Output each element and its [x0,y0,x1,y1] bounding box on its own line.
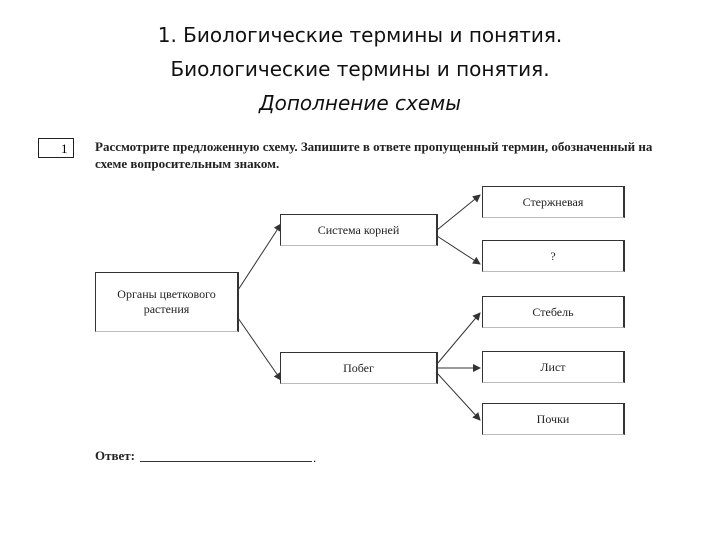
task-instructions: Рассмотрите предложенную схему. Запишите… [95,139,653,171]
node-stem: Стебель [482,296,625,328]
node-shoot: Побег [280,352,438,384]
node-root-label: Органы цветкового растения [117,287,216,316]
node-taproot: Стержневая [482,186,625,218]
node-taproot-label: Стержневая [522,194,584,209]
answer-label: Ответ: [95,448,136,463]
node-unknown: ? [482,240,625,272]
arrow-root-to-shoot [237,317,282,381]
node-buds-label: Почки [536,411,570,426]
answer-end-dot: . [313,451,317,465]
node-stem-label: Стебель [532,304,574,319]
node-shoot-label: Побег [343,360,374,375]
slide-title-line-1: 1. Биологические термины и понятия. [157,23,563,47]
slide-title-line-2: Биологические термины и понятия. [170,57,550,81]
node-unknown-label: ? [550,248,556,263]
answer-blank-line [140,461,312,462]
slide-subtitle: Дополнение схемы [258,91,462,115]
node-leaf: Лист [482,351,625,383]
node-roots-system-label: Система корней [317,222,400,237]
slide-title: 1. Биологические термины и понятия. Биол… [0,18,720,120]
node-root: Органы цветкового растения [95,272,239,332]
arrow-shoot-to-stem [436,312,481,365]
arrow-roots-to-taproot [436,194,481,231]
task-number-box: 1 [38,138,74,158]
node-leaf-label: Лист [540,359,566,374]
arrow-shoot-to-buds [436,372,481,421]
arrow-root-to-roots [237,223,282,291]
node-buds: Почки [482,403,625,435]
node-roots-system: Система корней [280,214,438,246]
arrow-roots-to-unknown [436,235,481,265]
